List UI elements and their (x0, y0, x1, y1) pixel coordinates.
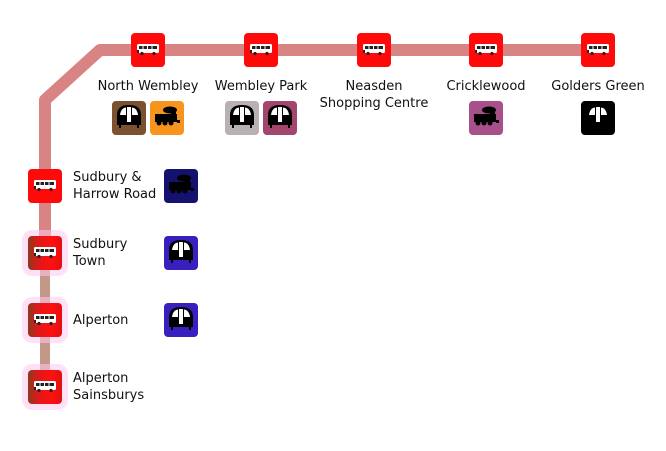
underground-icon (167, 305, 195, 335)
connection-underground-icon[interactable] (263, 101, 297, 135)
underground-icon (167, 238, 195, 268)
bus-icon (136, 41, 160, 60)
connection-train-icon[interactable] (164, 169, 198, 203)
bus-stop-marker[interactable] (581, 33, 615, 67)
underground-icon (584, 103, 612, 133)
train-icon (472, 103, 500, 133)
connection-underground-icon[interactable] (581, 101, 615, 135)
underground-icon (266, 103, 294, 133)
bus-stop-marker[interactable] (469, 33, 503, 67)
bus-stop-marker[interactable] (28, 169, 62, 203)
bus-icon (586, 41, 610, 60)
underground-icon (228, 103, 256, 133)
train-icon (167, 171, 195, 201)
connection-underground-icon[interactable] (225, 101, 259, 135)
connection-train-icon[interactable] (150, 101, 184, 135)
bus-stop-marker[interactable] (131, 33, 165, 67)
connection-train-icon[interactable] (469, 101, 503, 135)
bus-stop-marker[interactable] (244, 33, 278, 67)
station-name[interactable]: Golders Green (551, 79, 645, 94)
connection-underground-icon[interactable] (164, 303, 198, 337)
bus-icon (249, 41, 273, 60)
station-name[interactable]: Wembley Park (214, 79, 308, 94)
bus-icon (33, 244, 57, 263)
bus-icon (362, 41, 386, 60)
bus-icon (474, 41, 498, 60)
bus-stop-marker[interactable] (28, 370, 62, 404)
train-icon (153, 103, 181, 133)
bus-icon (33, 378, 57, 397)
bus-stop-marker[interactable] (28, 303, 62, 337)
station-name[interactable]: Alperton (73, 312, 129, 328)
station-name[interactable]: Cricklewood (446, 79, 526, 94)
bus-stop-marker[interactable] (357, 33, 391, 67)
station-name[interactable]: North Wembley (97, 79, 199, 94)
bus-icon (33, 311, 57, 330)
connection-underground-icon[interactable] (112, 101, 146, 135)
underground-icon (115, 103, 143, 133)
connection-underground-icon[interactable] (164, 236, 198, 270)
bus-stop-marker[interactable] (28, 236, 62, 270)
station-name[interactable]: Sudbury &Harrow Road (73, 170, 157, 202)
bus-icon (33, 177, 57, 196)
